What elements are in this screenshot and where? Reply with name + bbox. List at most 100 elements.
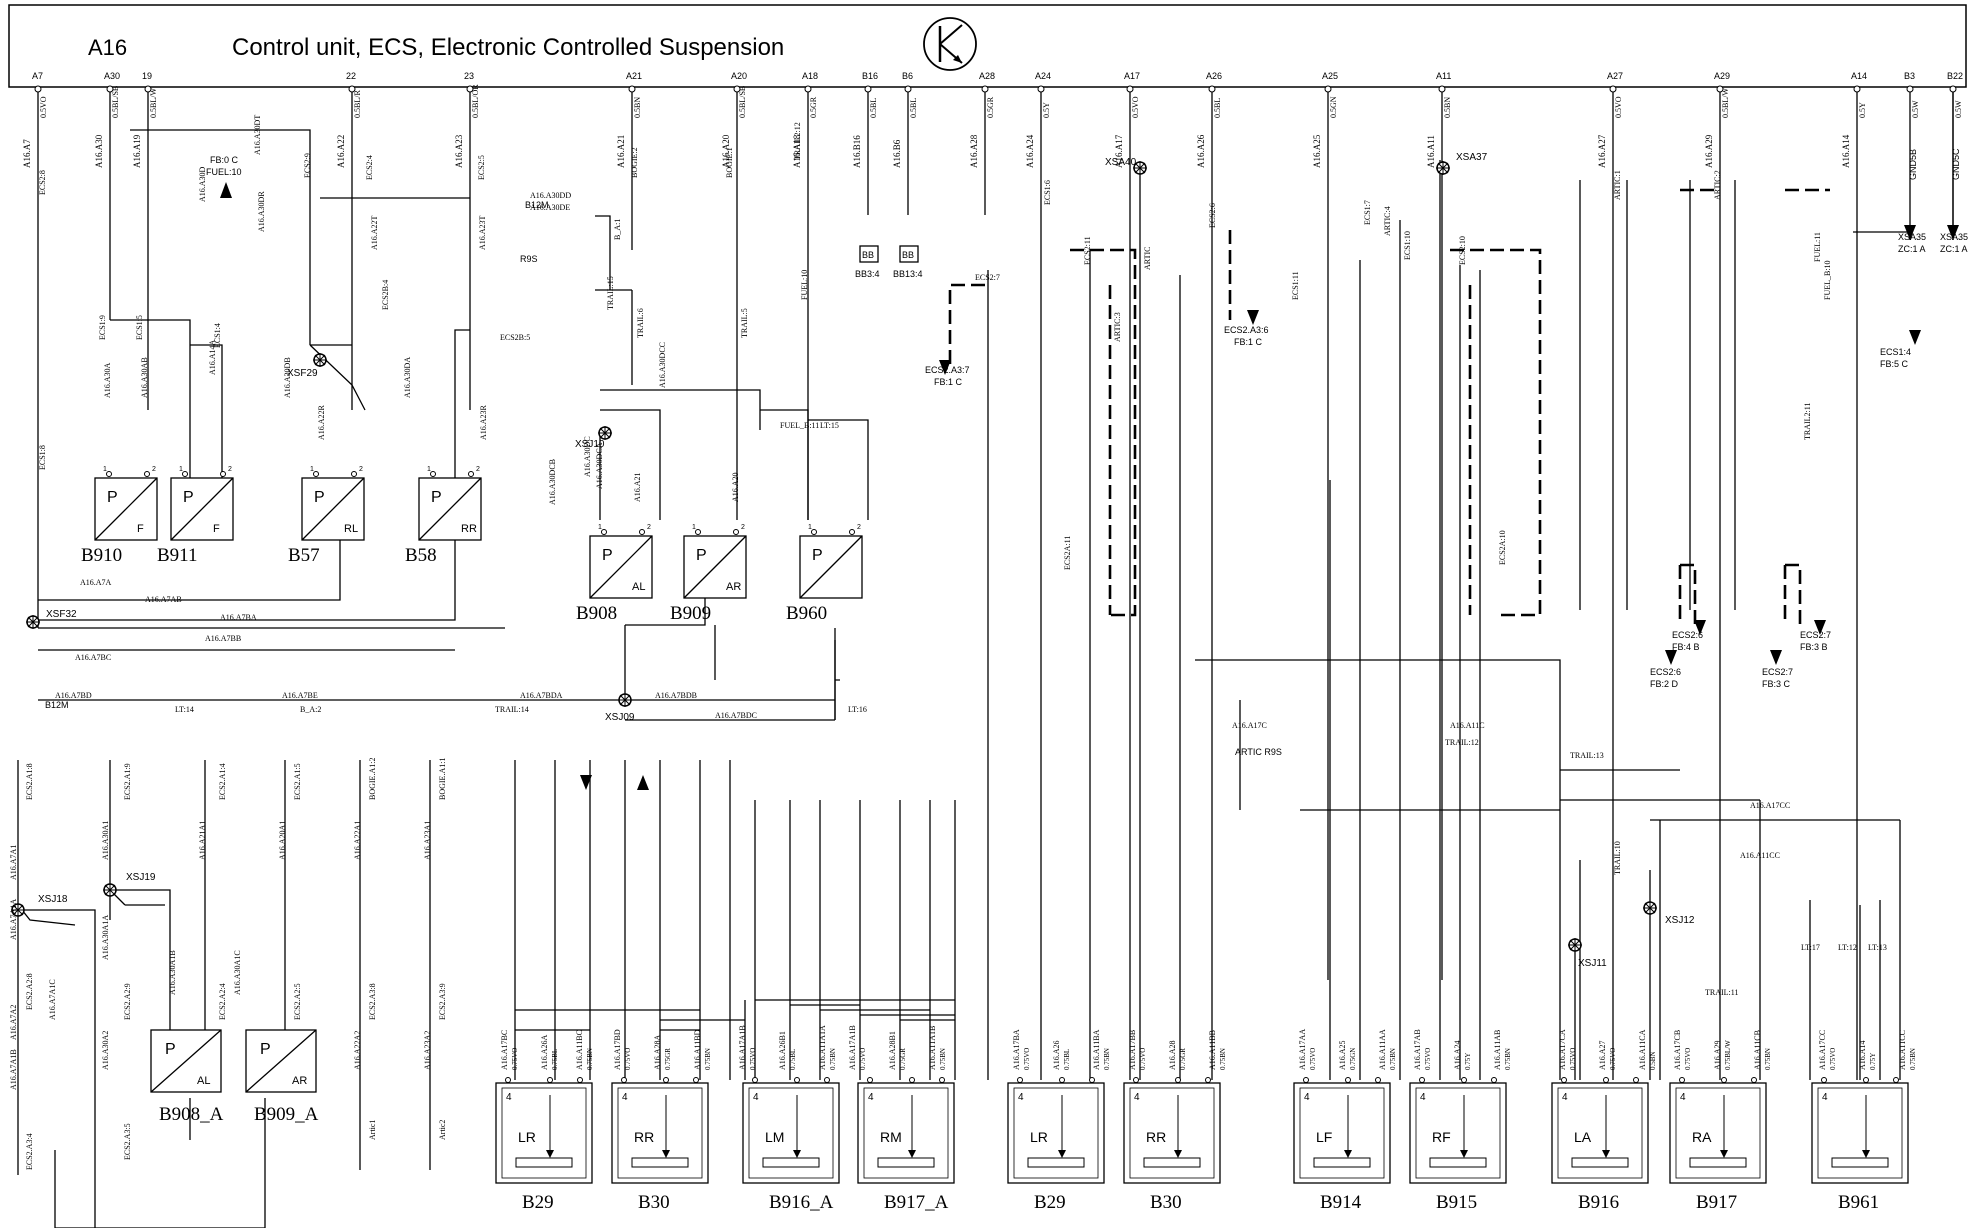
pin-marker — [1949, 85, 1957, 93]
wire-label: A16.A26 — [1052, 1040, 1061, 1070]
wire-color-label: 0.5GR — [809, 96, 818, 118]
connector-label: LT:16 — [848, 705, 867, 714]
splice-xsj19: XSJ19 — [103, 872, 156, 897]
connector-label: ECS2:11 — [1083, 236, 1092, 265]
connector-label: ECS2A:10 — [1498, 530, 1507, 565]
connector-label: ECS2:5 — [477, 155, 486, 180]
splice-xsj10: XSJ10 — [575, 426, 612, 450]
splice-xsf32: XSF32 — [26, 609, 77, 629]
wire-label: ECS2.A3:4 — [25, 1133, 34, 1170]
wire-label: A16.A25 — [1338, 1040, 1347, 1070]
wire-label: A16.A17BB — [1128, 1030, 1137, 1070]
connector-label: TRAIL:5 — [740, 308, 749, 338]
pin-label: A7 — [32, 71, 43, 81]
svg-text:ECS2:6: ECS2:6 — [1672, 630, 1703, 640]
pin-label: A27 — [1607, 71, 1623, 81]
sensor-position: LA — [1574, 1129, 1592, 1145]
wire-label: A16.A11AA — [1378, 1029, 1387, 1070]
pin-number: 1 — [692, 524, 696, 531]
reference-labels: FB:0 C FUEL:10 ECS2.A3:7 FB:1 C ECS2.A3:… — [45, 148, 1968, 757]
pin-label: B6 — [902, 71, 913, 81]
signal-arrows — [220, 182, 1959, 790]
svg-text:ECS1:4: ECS1:4 — [1880, 347, 1911, 357]
svg-text:XSA40: XSA40 — [1105, 157, 1137, 168]
wire-label: A16.A30A — [103, 362, 112, 398]
sensor-position: LF — [1316, 1129, 1332, 1145]
pin-number: 2 — [476, 466, 480, 473]
pin-marker — [1438, 85, 1446, 93]
wire-color-label: 0.5BL — [1213, 98, 1222, 118]
wire-label: A16.A17BC — [500, 1030, 509, 1070]
wiring — [17, 92, 1954, 1228]
wire-label: ECS2.A2:5 — [293, 983, 302, 1020]
connector-label: LT:12 — [1838, 943, 1857, 952]
connector-label: TRAIL2:12 — [793, 122, 802, 160]
sensor-id: B908_A — [159, 1104, 224, 1125]
wire-label: ECS2.A2:4 — [218, 983, 227, 1020]
pin-label: A11 — [1436, 71, 1451, 81]
sensor-id: B916 — [1578, 1192, 1619, 1213]
wire-color-label: 0.75GR — [1179, 1048, 1187, 1070]
wire-color-label: 0.75BN — [586, 1048, 594, 1070]
wire-color-label: 0.75VO — [1609, 1048, 1617, 1070]
sensor-id: B58 — [405, 545, 437, 566]
pin-number: 2 — [152, 466, 156, 473]
wire-id-label: A16.A28 — [969, 134, 979, 168]
wire-id-label: A16.A14 — [1841, 134, 1851, 168]
wire-label: A16.A7A1 — [9, 845, 18, 880]
wire-label: A16.A30DT — [253, 115, 262, 155]
wire-label: A16.A7BE — [282, 691, 318, 700]
wire-label: ECS2.A1:8 — [25, 763, 34, 800]
connector-label: ARTIC:4 — [1383, 206, 1392, 236]
svg-text:XSF32: XSF32 — [46, 609, 77, 620]
sensor-symbol: P — [260, 1041, 271, 1058]
wire-color-label: 0.5VO — [1131, 96, 1140, 118]
wire-label: A16.A17CC — [1818, 1030, 1827, 1070]
pin-number: 1 — [598, 524, 602, 531]
connector-label: TRAIL:13 — [1570, 751, 1604, 760]
wire-label: BOGIE.A1:2 — [368, 758, 377, 800]
pin-label: A14 — [1851, 71, 1867, 81]
pin-label: A28 — [979, 71, 995, 81]
wire-color-label: 0.75VO — [749, 1048, 757, 1070]
sensor-position: LM — [765, 1129, 784, 1145]
wire-label: A16.A7A — [80, 578, 112, 587]
wire-color-label: 0.5Y — [1042, 102, 1051, 118]
sensor-id: B916_A — [769, 1192, 834, 1213]
sensor-symbol: P — [696, 547, 707, 564]
pin-number: 2 — [359, 466, 363, 473]
wire-color-label: 0.75VO — [1829, 1048, 1837, 1070]
wire-color-label: 0.75BN — [829, 1048, 837, 1070]
pin-label: A18 — [802, 71, 818, 81]
svg-text:FB:2 D: FB:2 D — [1650, 679, 1679, 689]
svg-text:XSJ18: XSJ18 — [38, 894, 68, 905]
plus-pin: 4 — [1304, 1092, 1310, 1103]
connector-label: ECS2:9 — [303, 153, 312, 178]
pin-label: A24 — [1035, 71, 1051, 81]
wire-label: A16.A11A1B — [928, 1026, 937, 1070]
sensor-symbol: P — [165, 1041, 176, 1058]
wire-label: A16.A30DD — [530, 191, 571, 200]
wire-color-label: 0.75GR — [664, 1048, 672, 1070]
wire-label: A16.A30DCB — [548, 459, 557, 505]
wire-color-label: 0.75BN — [1504, 1048, 1512, 1070]
wire-label: ECS2.A3:9 — [438, 983, 447, 1020]
wire-label: ECS2.A2:8 — [25, 973, 34, 1010]
connector-label: ARTIC:2 — [1713, 170, 1722, 200]
unit-id: A16 — [88, 35, 127, 60]
wire-label: A16.A17CB — [1673, 1030, 1682, 1070]
plus-pin: 4 — [1018, 1092, 1024, 1103]
svg-text:XSF29: XSF29 — [287, 368, 318, 379]
connector-label: BOGIE:2 — [630, 147, 639, 178]
wire-color-label: 0.5W — [1954, 100, 1963, 118]
wire-label: A16.A30A1 — [101, 821, 110, 860]
connector-label: FUEL:11 — [1813, 232, 1822, 262]
sensor-position: RF — [1432, 1129, 1451, 1145]
wire-id-label: A16.A7 — [22, 139, 32, 168]
sensor-symbol: P — [107, 489, 118, 506]
svg-text:BB: BB — [862, 250, 874, 260]
